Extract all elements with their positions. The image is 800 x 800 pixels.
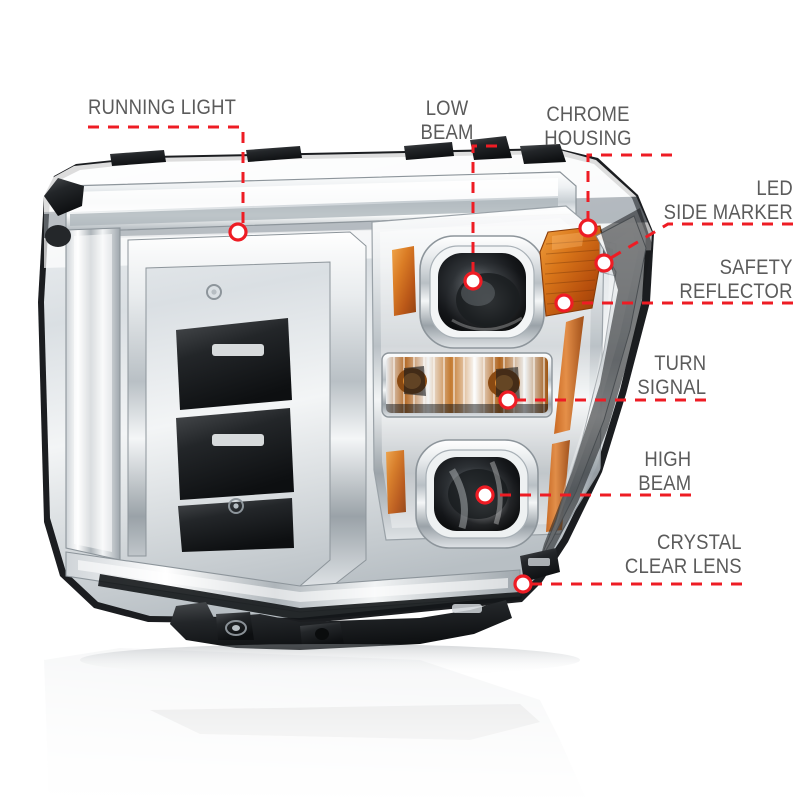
callout-label-running-light: RUNNING LIGHT xyxy=(88,96,237,119)
running-light-bar xyxy=(65,171,577,613)
anchor-dot-running-light[interactable] xyxy=(228,222,248,242)
callout-label-crystal-clear-lens: CRYSTAL CLEAR LENS xyxy=(625,531,742,578)
low-beam-projector xyxy=(419,235,545,349)
anchor-dot-led-side-marker[interactable] xyxy=(594,253,614,273)
corner-cap xyxy=(44,178,84,216)
anchor-dot-turn-signal[interactable] xyxy=(498,390,518,410)
anchor-dot-high-beam[interactable] xyxy=(475,485,495,505)
inner-amber-lens-upper xyxy=(392,246,416,316)
anchor-dot-low-beam[interactable] xyxy=(463,271,483,291)
leader-line-low-beam xyxy=(471,144,497,275)
safety-reflector-panel xyxy=(539,225,605,317)
callout-label-led-side-marker: LED SIDE MARKER xyxy=(663,177,793,224)
amber-edge-strip-upper xyxy=(554,316,584,434)
mounting-bracket-bottom xyxy=(170,600,512,650)
anchor-dot-chrome-housing[interactable] xyxy=(578,218,598,238)
leader-line-led-side-marker xyxy=(608,222,793,261)
callout-label-low-beam: LOW BEAM xyxy=(420,97,474,144)
callout-label-safety-reflector: SAFETY REFLECTOR xyxy=(679,256,793,303)
inner-amber-lens-lower xyxy=(386,450,406,514)
headlight-assembly xyxy=(38,136,654,676)
callout-leaders xyxy=(88,125,793,594)
anchor-dot-safety-reflector[interactable] xyxy=(554,293,574,313)
leader-line-running-light xyxy=(88,125,245,226)
turn-signal-lens xyxy=(381,352,553,418)
callout-label-turn-signal: TURN SIGNAL xyxy=(637,352,706,399)
callout-label-chrome-housing: CHROME HOUSING xyxy=(544,103,632,150)
leader-line-chrome-housing xyxy=(586,153,672,222)
mounting-bracket-left xyxy=(176,318,294,552)
anchor-dot-crystal-clear-lens[interactable] xyxy=(513,574,533,594)
amber-edge-strip-lower xyxy=(546,440,570,532)
callout-label-high-beam: HIGH BEAM xyxy=(637,448,691,495)
mounting-tabs-top xyxy=(110,136,566,166)
